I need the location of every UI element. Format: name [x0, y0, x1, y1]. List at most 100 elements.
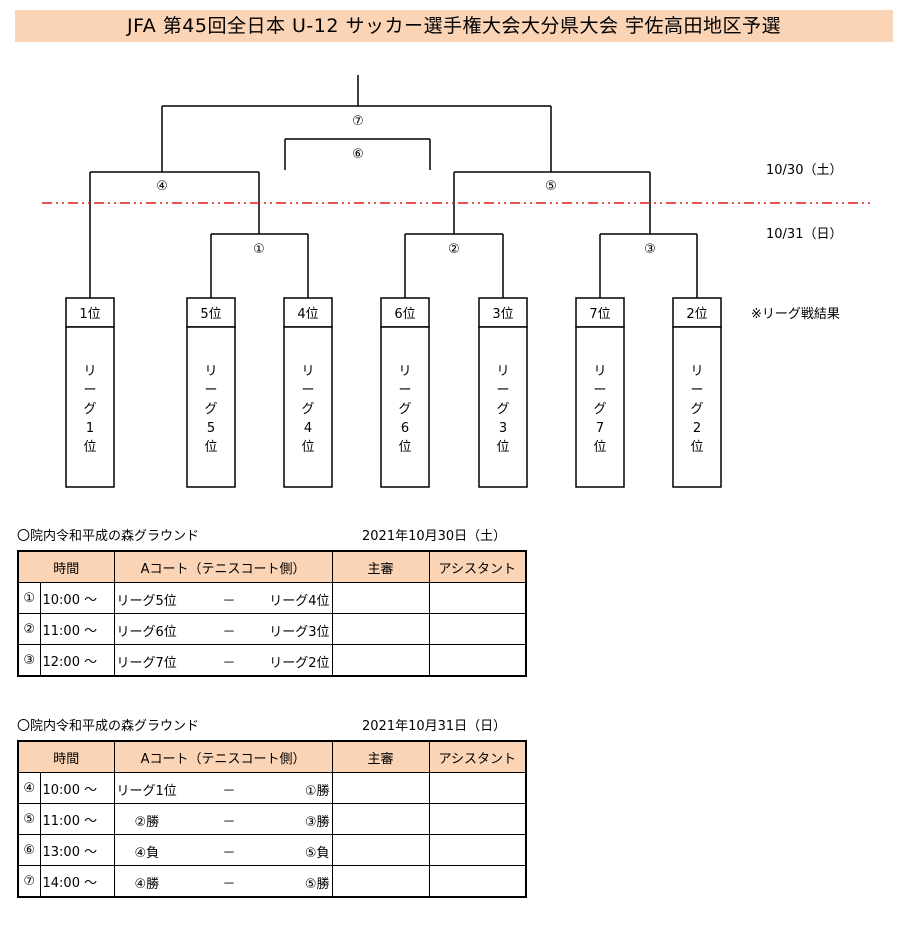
slot-team-char: グ [301, 402, 314, 417]
slot-team-char: 位 [204, 440, 217, 455]
home-team: リーグ7位 [116, 656, 177, 671]
match-cell: ④負－⑤負 [113, 834, 333, 866]
match-label-7: ⑦ [352, 114, 364, 129]
referee-cell [331, 865, 430, 898]
header-court: Aコート（テニスコート側） [113, 740, 333, 773]
match-number: ④ [17, 772, 41, 804]
header-assistant: アシスタント [428, 550, 527, 583]
match-label-2: ② [448, 242, 460, 257]
slot-team-box [283, 326, 333, 488]
slot-team-char: グ [690, 402, 703, 417]
slot-team-char: リ [398, 364, 411, 379]
assistant-cell [428, 834, 527, 866]
match-time: 12:00 ～ [39, 644, 115, 677]
slot-team-char: 2 [693, 421, 701, 436]
slot-team-char: ー [398, 383, 411, 398]
away-team: リーグ3位 [269, 625, 330, 640]
match-label-3: ③ [644, 242, 656, 257]
match-cell: リーグ7位 － リーグ2位 [113, 644, 333, 677]
assistant-cell [428, 644, 527, 677]
slot-rank-label: 4位 [297, 307, 318, 322]
versus-sep: － [222, 594, 236, 609]
home-team: ④勝 [134, 877, 160, 892]
away-team: リーグ2位 [269, 656, 330, 671]
slot-team-char: 位 [593, 440, 606, 455]
slot-rank-box [186, 297, 236, 328]
assistant-cell [428, 582, 527, 614]
referee-cell [331, 772, 430, 804]
match-number: ③ [17, 644, 41, 677]
match-time: 11:00 ～ [39, 613, 115, 645]
home-team: リーグ5位 [116, 594, 177, 609]
slot-team-char: グ [593, 402, 606, 417]
table-header-row: 時間 Aコート（テニスコート側） 主審 アシスタント [17, 740, 527, 773]
match-number: ① [17, 582, 41, 614]
versus-sep: － [222, 815, 236, 830]
match-time: 13:00 ～ [39, 834, 115, 866]
venue-day2: 〇院内令和平成の森グラウンド [17, 719, 200, 734]
slot-team-char: ー [690, 383, 703, 398]
slot-team-char: グ [204, 402, 217, 417]
header-referee: 主審 [331, 550, 430, 583]
slot-team-char: ー [301, 383, 314, 398]
away-team: ⑤負 [304, 846, 330, 861]
header-assistant: アシスタント [428, 740, 527, 773]
header-time: 時間 [17, 550, 115, 583]
slot-team-box [478, 326, 528, 488]
day1-label: 10/30（土） [766, 163, 842, 178]
match-number: ⑦ [17, 865, 41, 898]
slot-team-char: グ [496, 402, 509, 417]
assistant-cell [428, 803, 527, 835]
versus-sep: － [222, 877, 236, 892]
slot-team-char: リ [204, 364, 217, 379]
slot-team-char: 4 [304, 421, 312, 436]
match-number: ⑥ [17, 834, 41, 866]
slot-team-char: 位 [398, 440, 411, 455]
slot-team-char: 位 [690, 440, 703, 455]
home-team: ②勝 [134, 815, 160, 830]
home-team: リーグ1位 [116, 784, 177, 799]
slot-team-char: ー [496, 383, 509, 398]
versus-sep: － [222, 625, 236, 640]
slot-rank-box [575, 297, 625, 328]
referee-cell [331, 582, 430, 614]
slot-team-box [672, 326, 722, 488]
slot-team-char: リ [496, 364, 509, 379]
slot-team-char: グ [83, 402, 96, 417]
versus-sep: － [222, 656, 236, 671]
match-label-4: ④ [156, 179, 168, 194]
slot-team-char: 7 [596, 421, 604, 436]
day2-label: 10/31（日） [766, 227, 842, 242]
date-day2: 2021年10月31日（日） [362, 719, 507, 734]
page-title: JFA 第45回全日本 U-12 サッカー選手権大会大分県大会 宇佐高田地区予選 [126, 15, 782, 37]
slot-team-box [65, 326, 115, 488]
match-number: ② [17, 613, 41, 645]
header-time: 時間 [17, 740, 115, 773]
slot-rank-label: 2位 [686, 307, 707, 322]
slot-team-box [380, 326, 430, 488]
away-team: ⑤勝 [304, 877, 330, 892]
match-time: 11:00 ～ [39, 803, 115, 835]
slot-team-char: ー [204, 383, 217, 398]
home-team: ④負 [134, 846, 160, 861]
match-label-6: ⑥ [352, 147, 364, 162]
header-referee: 主審 [331, 740, 430, 773]
match-cell: ②勝－③勝 [113, 803, 333, 835]
referee-cell [331, 613, 430, 645]
header-court: Aコート（テニスコート側） [113, 550, 333, 583]
slot-team-char: 3 [499, 421, 507, 436]
match-time: 14:00 ～ [39, 865, 115, 898]
match-number: ⑤ [17, 803, 41, 835]
seed-slots [65, 297, 722, 488]
slot-rank-box [65, 297, 115, 328]
slot-team-char: リ [301, 364, 314, 379]
slot-team-char: グ [398, 402, 411, 417]
title-bar: JFA 第45回全日本 U-12 サッカー選手権大会大分県大会 宇佐高田地区予選 [15, 10, 893, 42]
